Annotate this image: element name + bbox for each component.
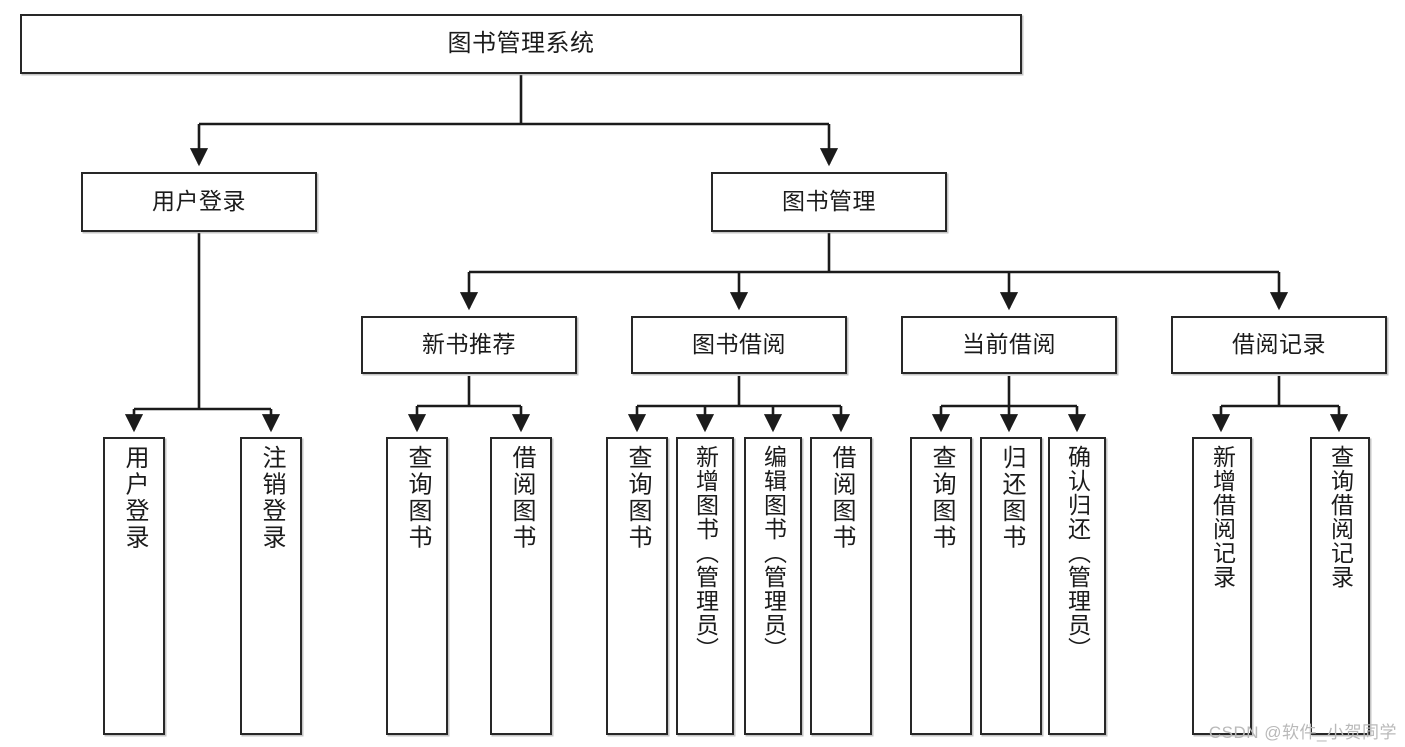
- node-leaf-add-book-admin[interactable]: 新增图书（管理员）: [676, 437, 734, 735]
- node-current-borrow[interactable]: 当前借阅: [901, 316, 1117, 374]
- node-label: 查询图书: [624, 445, 651, 551]
- node-leaf-confirm-return-admin[interactable]: 确认归还（管理员）: [1048, 437, 1106, 735]
- node-label: 用户登录: [121, 445, 148, 551]
- node-label: 图书借阅: [692, 331, 786, 358]
- node-leaf-user-login[interactable]: 用户登录: [103, 437, 165, 735]
- node-label: 归还图书: [998, 445, 1025, 551]
- node-label: 新书推荐: [422, 331, 516, 358]
- node-borrow-record[interactable]: 借阅记录: [1171, 316, 1387, 374]
- node-label: 借阅图书: [508, 445, 535, 551]
- node-book-management[interactable]: 图书管理: [711, 172, 947, 232]
- node-label: 查询借阅记录: [1327, 445, 1354, 589]
- node-label: 查询图书: [928, 445, 955, 551]
- node-label: 编辑图书（管理员）: [760, 445, 787, 661]
- node-leaf-borrow-book-2[interactable]: 借阅图书: [810, 437, 872, 735]
- node-leaf-return-book[interactable]: 归还图书: [980, 437, 1042, 735]
- node-leaf-add-borrow-record[interactable]: 新增借阅记录: [1192, 437, 1252, 735]
- node-label: 用户登录: [152, 188, 246, 215]
- node-leaf-query-borrow-record[interactable]: 查询借阅记录: [1310, 437, 1370, 735]
- node-leaf-edit-book-admin[interactable]: 编辑图书（管理员）: [744, 437, 802, 735]
- node-new-book-recommend[interactable]: 新书推荐: [361, 316, 577, 374]
- node-label: 借阅图书: [828, 445, 855, 551]
- node-label: 图书管理: [782, 188, 876, 215]
- node-book-borrow[interactable]: 图书借阅: [631, 316, 847, 374]
- node-leaf-query-book-1[interactable]: 查询图书: [386, 437, 448, 735]
- node-leaf-query-book-2[interactable]: 查询图书: [606, 437, 668, 735]
- csdn-watermark: CSDN @软件_小贺同学: [1208, 723, 1397, 742]
- node-label: 新增图书（管理员）: [692, 445, 719, 661]
- node-leaf-borrow-book-1[interactable]: 借阅图书: [490, 437, 552, 735]
- node-label: 确认归还（管理员）: [1064, 445, 1091, 661]
- node-label: 注销登录: [258, 445, 285, 551]
- node-label: 当前借阅: [962, 331, 1056, 358]
- node-leaf-query-book-3[interactable]: 查询图书: [910, 437, 972, 735]
- node-label: 新增借阅记录: [1209, 445, 1236, 589]
- node-book-management-system[interactable]: 图书管理系统: [20, 14, 1022, 74]
- node-label: 图书管理系统: [447, 29, 595, 57]
- node-user-login[interactable]: 用户登录: [81, 172, 317, 232]
- node-label: 查询图书: [404, 445, 431, 551]
- node-leaf-logout-login[interactable]: 注销登录: [240, 437, 302, 735]
- node-label: 借阅记录: [1232, 331, 1326, 358]
